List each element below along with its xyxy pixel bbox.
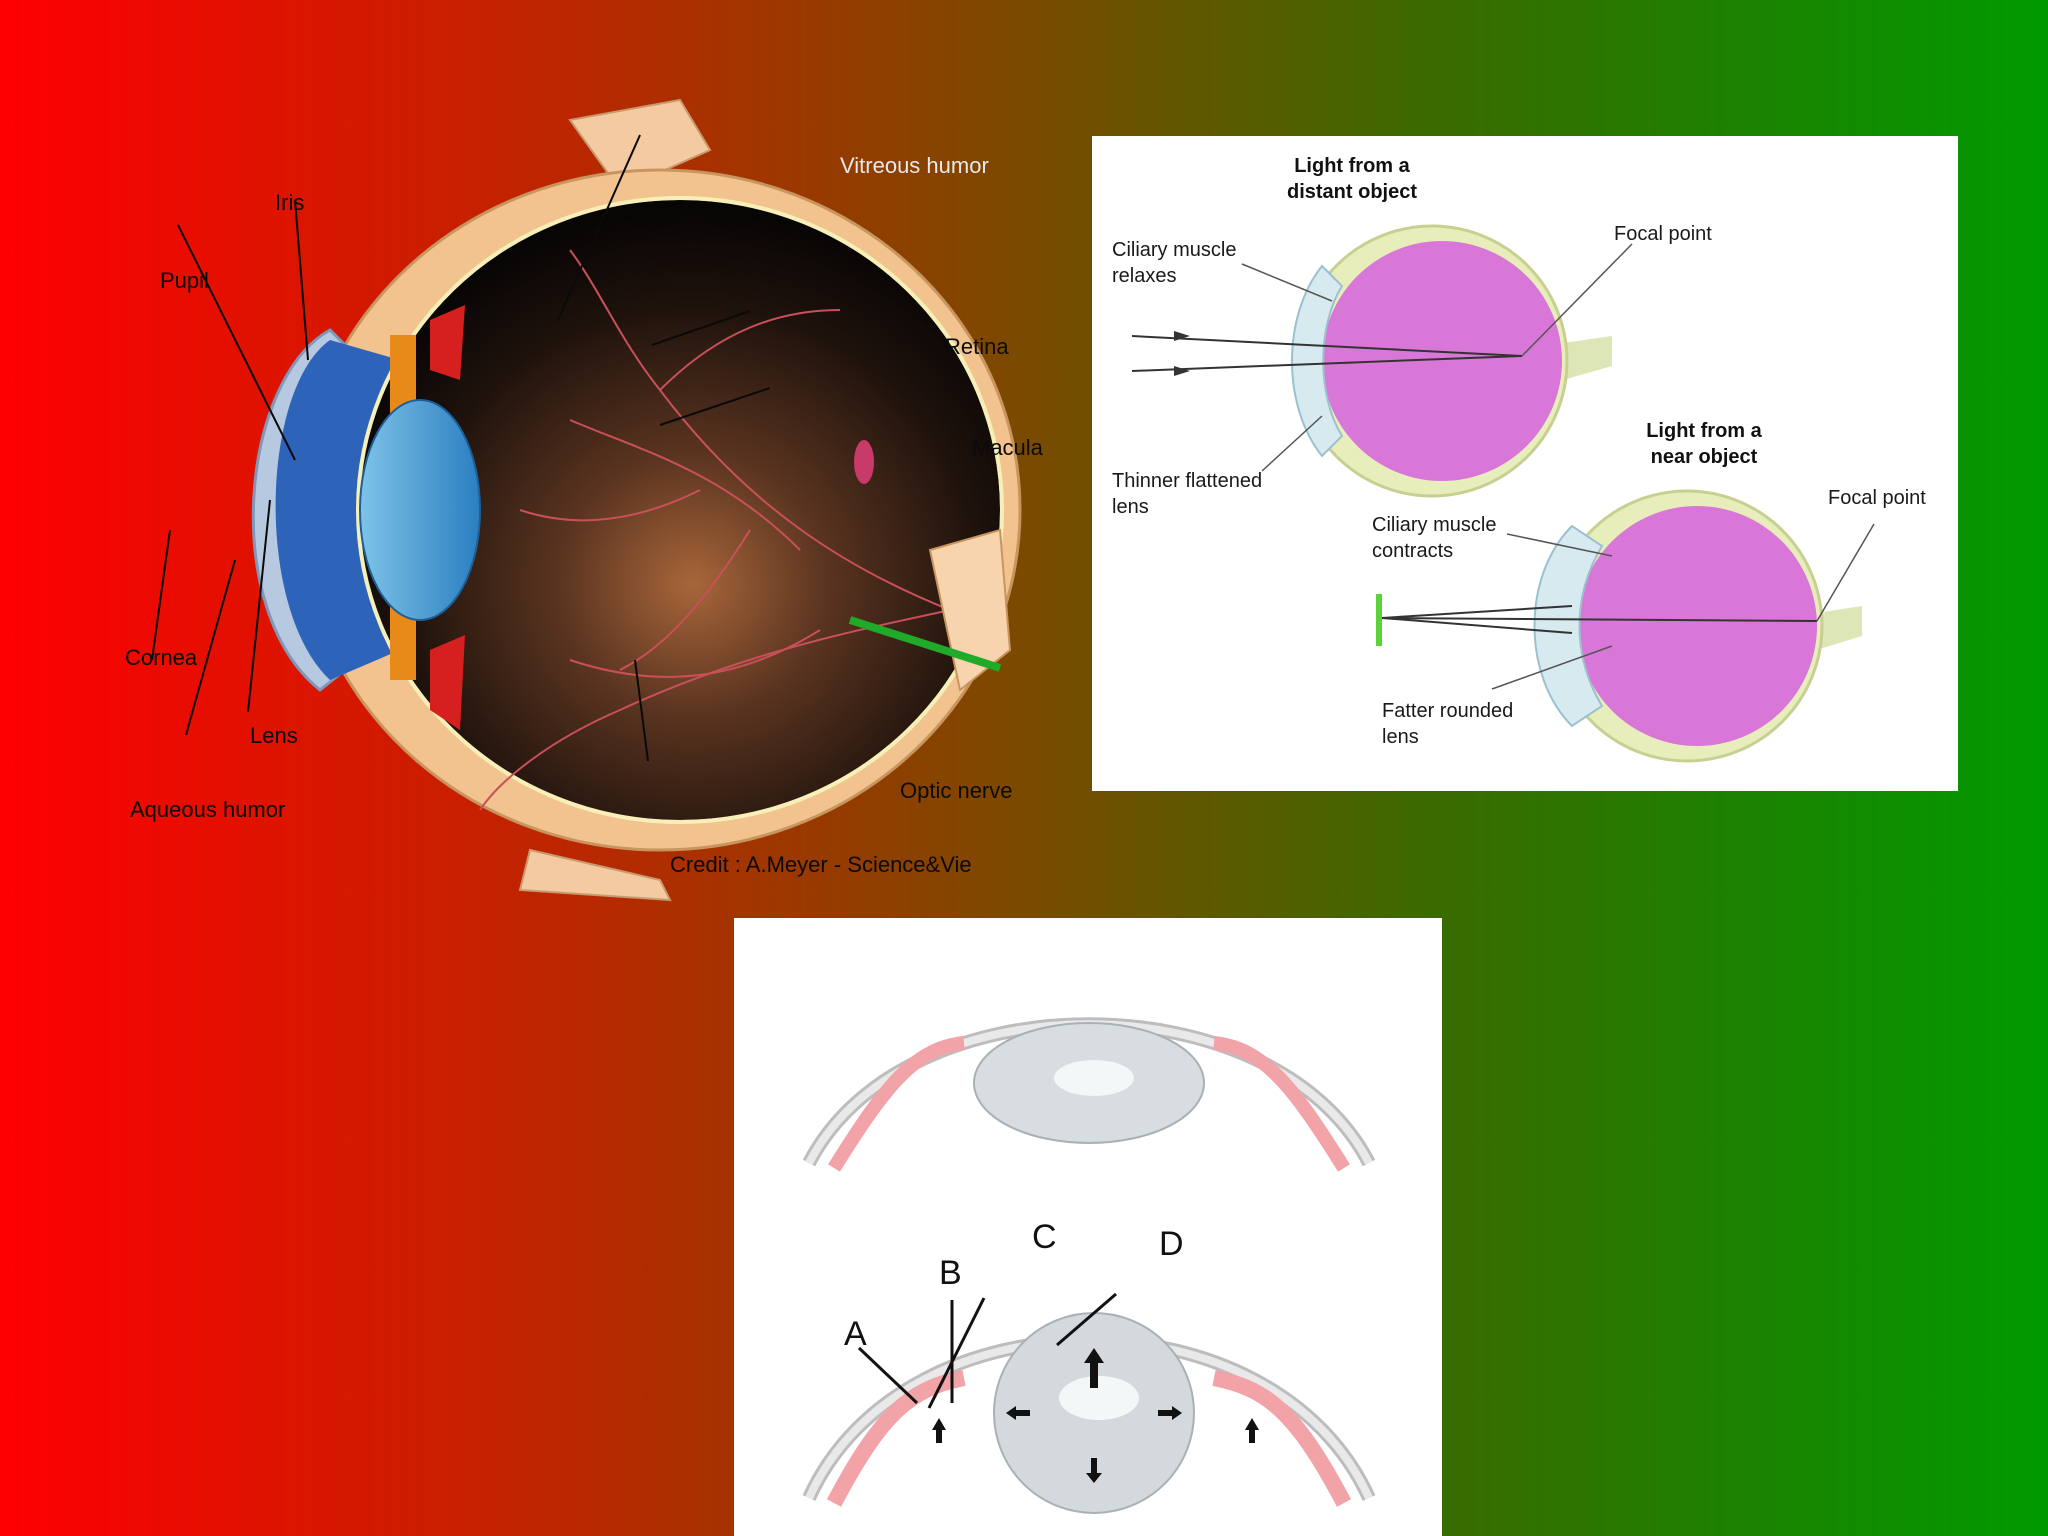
lens-shape-diagram: A B C D xyxy=(734,918,1442,1536)
label-focal-point-1: Focal point xyxy=(1614,223,1712,245)
label-cornea: Cornea xyxy=(125,645,198,670)
letter-b: B xyxy=(939,1254,962,1292)
label-ciliary-relaxes-1: Ciliary muscle xyxy=(1112,239,1236,261)
label-ciliary-contracts-2: contracts xyxy=(1372,540,1453,562)
ciliary-body-top xyxy=(430,305,465,380)
label-aqueous: Aqueous humor xyxy=(130,797,285,822)
credit-text: Credit : A.Meyer - Science&Vie xyxy=(670,852,972,877)
retina-layer xyxy=(356,196,1004,824)
title-near-1: Light from a xyxy=(1646,420,1762,442)
lens-force-arrows xyxy=(932,1348,1259,1483)
letter-d: D xyxy=(1159,1225,1184,1263)
retinal-vessels xyxy=(479,249,951,811)
macula-spot xyxy=(854,440,874,484)
eye-near xyxy=(1376,489,1862,763)
eye-distant xyxy=(1131,224,1612,498)
title-distant-2: distant object xyxy=(1287,181,1417,203)
label-fatter-lens-1: Fatter rounded xyxy=(1382,700,1513,722)
label-lens: Lens xyxy=(250,723,298,748)
label-retina: Retina xyxy=(945,334,1009,359)
label-pupil: Pupil xyxy=(160,268,209,293)
title-distant-1: Light from a xyxy=(1294,155,1410,177)
label-optic-nerve: Optic nerve xyxy=(900,778,1013,803)
extraocular-muscle-top xyxy=(568,98,712,192)
extraocular-muscle-bottom xyxy=(518,848,672,902)
vitreous-body xyxy=(360,200,1000,820)
letter-c: C xyxy=(1032,1218,1057,1256)
label-focal-point-2: Focal point xyxy=(1828,487,1926,509)
label-thinner-lens-1: Thinner flattened xyxy=(1112,470,1262,492)
label-ciliary-contracts-1: Ciliary muscle xyxy=(1372,514,1496,536)
label-fatter-lens-2: lens xyxy=(1382,726,1419,748)
lens-top-section xyxy=(802,1017,1376,1172)
optic-nerve-shape xyxy=(928,528,1012,692)
eye-anatomy-diagram: Iris Pupil Cornea Lens Aqueous humor Vit… xyxy=(125,98,1044,902)
letter-a: A xyxy=(844,1315,867,1353)
label-macula: Macula xyxy=(972,435,1044,460)
lens-shape xyxy=(359,399,481,621)
label-ciliary-relaxes-2: relaxes xyxy=(1112,265,1176,287)
label-thinner-lens-2: lens xyxy=(1112,496,1149,518)
accommodation-bg xyxy=(1092,136,1958,791)
label-vitreous: Vitreous humor xyxy=(840,153,989,178)
accommodation-diagram: Light from a distant object Light from a… xyxy=(1092,136,1958,791)
lens-bottom-section xyxy=(802,1312,1376,1514)
optic-nerve-green xyxy=(848,616,1002,672)
label-iris: Iris xyxy=(275,190,304,215)
title-near-2: near object xyxy=(1651,446,1758,468)
near-object-bar xyxy=(1376,594,1382,646)
ciliary-body-bottom xyxy=(430,635,465,730)
